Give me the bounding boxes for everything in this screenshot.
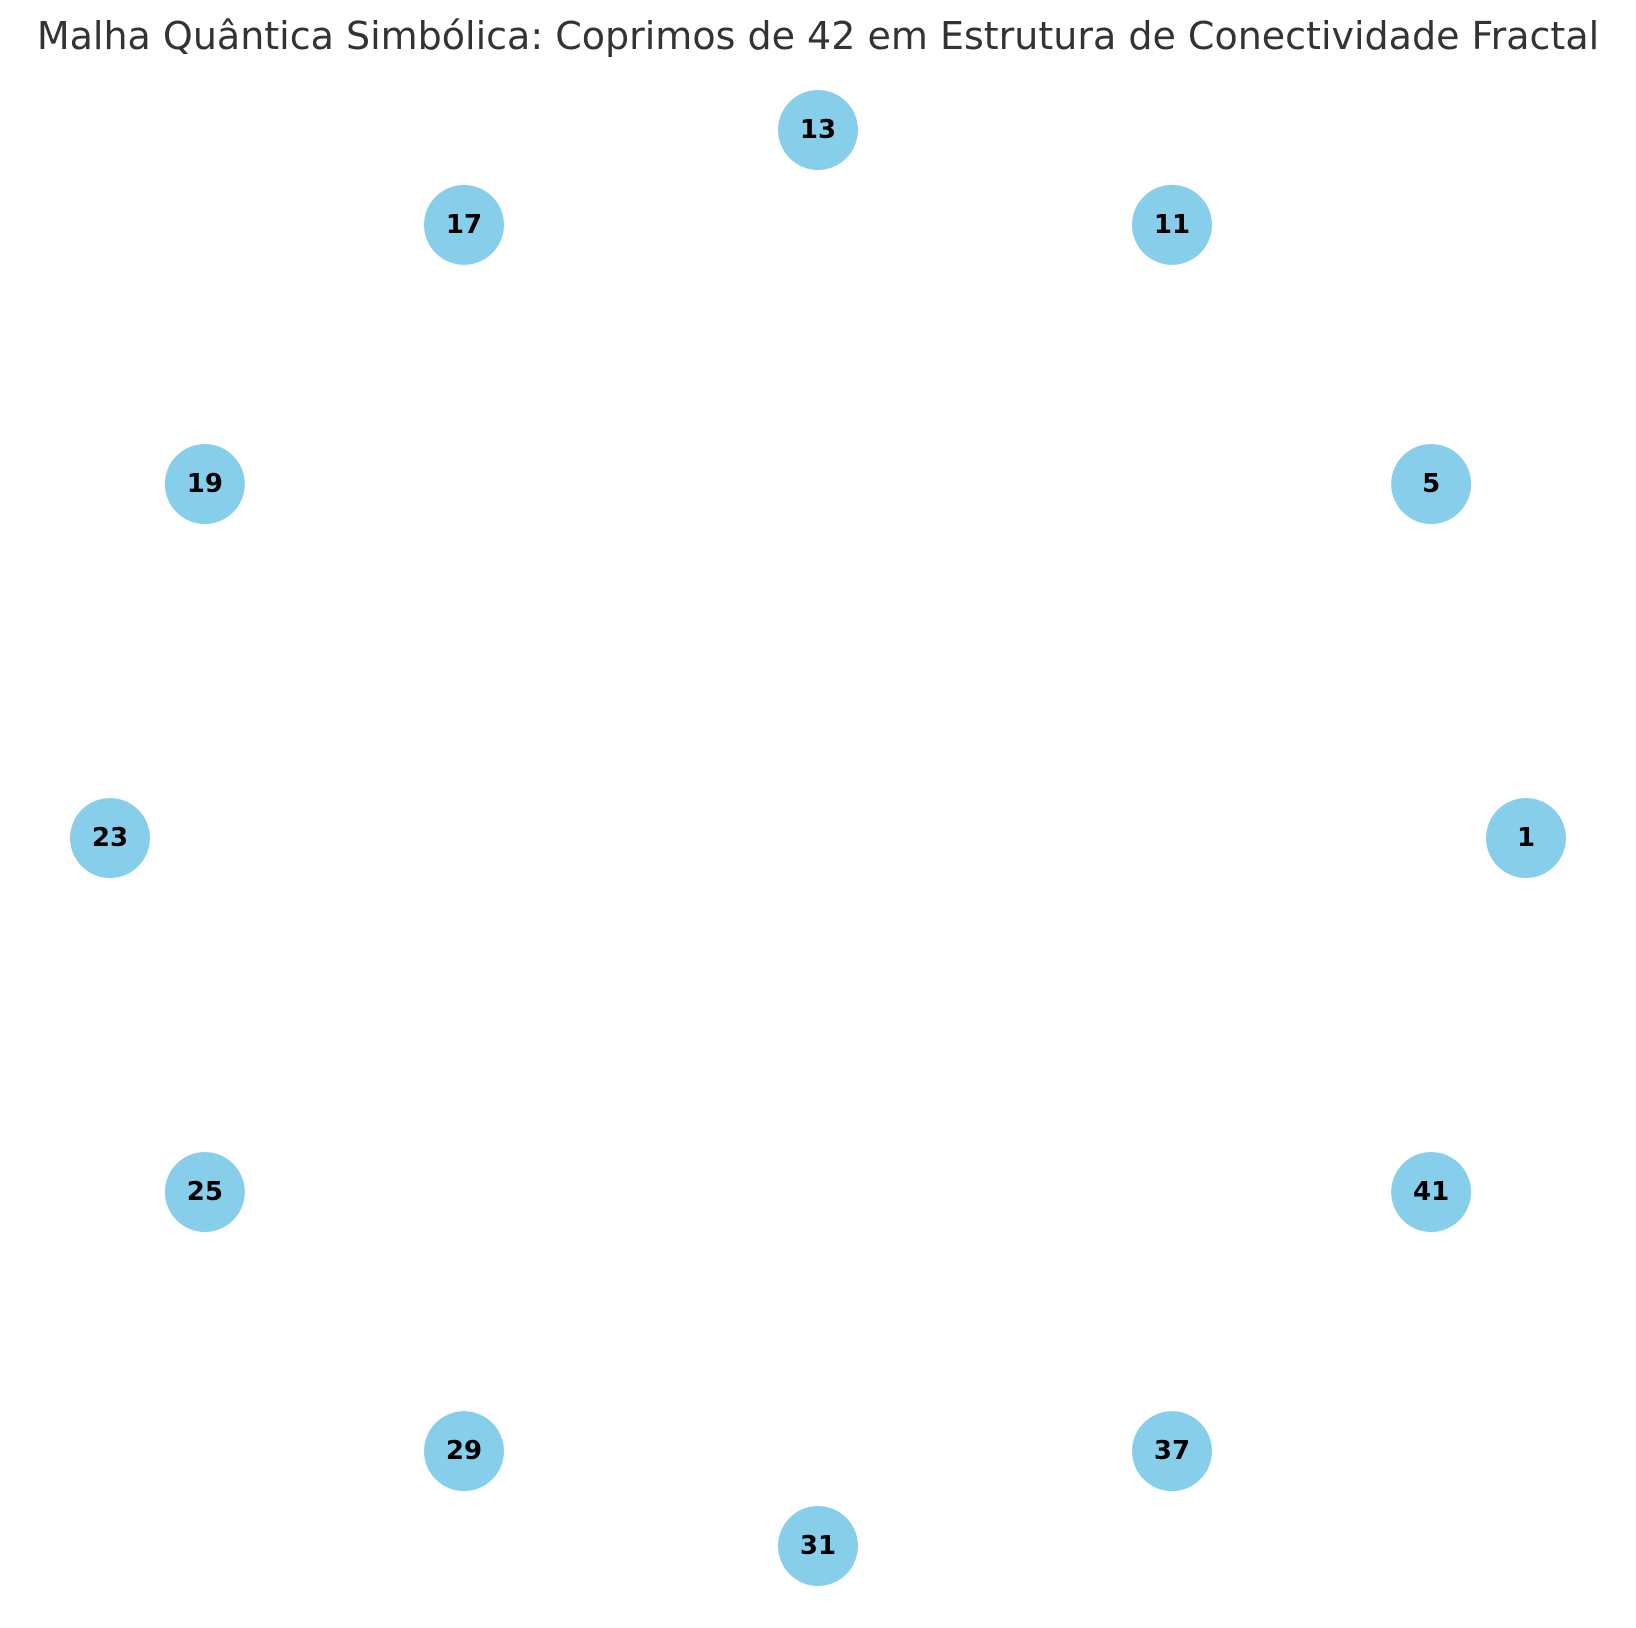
node-circle: [1132, 184, 1212, 265]
graph-node-17: 17: [424, 184, 504, 265]
diagram-title: Malha Quântica Simbólica: Coprimos de 42…: [36, 14, 1600, 58]
node-circle: [1486, 798, 1566, 878]
graph-node-11: 11: [1132, 184, 1212, 265]
node-circle: [164, 444, 245, 524]
node-circle: [778, 1506, 858, 1586]
node-circle: [164, 1152, 245, 1232]
node-circle: [70, 798, 150, 878]
node-label: 31: [800, 1531, 836, 1561]
node-label: 1: [1517, 823, 1535, 853]
node-circle: [424, 1411, 504, 1492]
node-label: 19: [187, 469, 223, 499]
graph-node-13: 13: [778, 90, 858, 170]
graph-node-23: 23: [70, 798, 150, 878]
nodes-layer: 1 5 11 13 17 19 23 25 29 31 37 41: [70, 90, 1566, 1586]
node-circle: [1391, 444, 1472, 524]
graph-node-41: 41: [1391, 1152, 1472, 1232]
graph-node-37: 37: [1132, 1411, 1212, 1492]
graph-node-25: 25: [164, 1152, 245, 1232]
graph-node-29: 29: [424, 1411, 504, 1492]
node-label: 25: [187, 1177, 223, 1207]
node-label: 29: [446, 1436, 482, 1466]
graph-node-31: 31: [778, 1506, 858, 1586]
graph-node-5: 5: [1391, 444, 1472, 524]
node-label: 11: [1154, 210, 1190, 240]
graph-node-19: 19: [164, 444, 245, 524]
node-circle: [1391, 1152, 1472, 1232]
node-label: 13: [800, 115, 836, 145]
node-label: 23: [92, 823, 128, 853]
node-circle: [424, 184, 504, 265]
node-label: 17: [446, 210, 482, 240]
graph-node-1: 1: [1486, 798, 1566, 878]
node-label: 37: [1154, 1436, 1190, 1466]
node-circle: [778, 90, 858, 170]
node-label: 41: [1413, 1177, 1449, 1207]
node-circle: [1132, 1411, 1212, 1492]
node-label: 5: [1422, 469, 1440, 499]
